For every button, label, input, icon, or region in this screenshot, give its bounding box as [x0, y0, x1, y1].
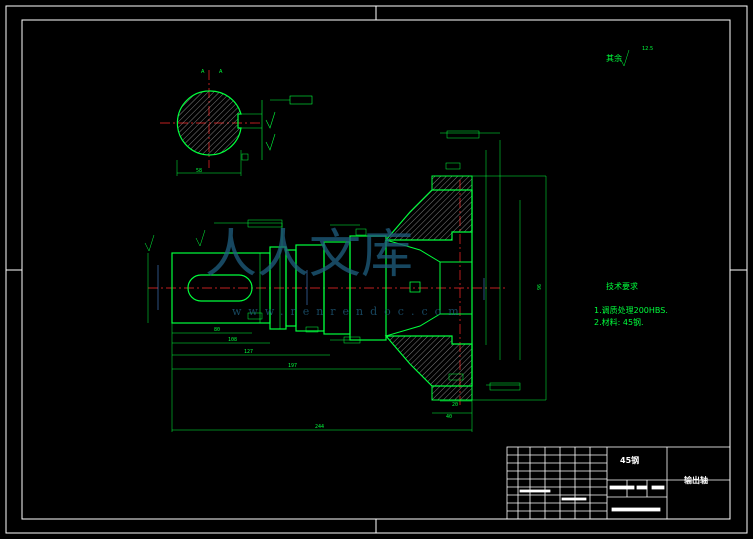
title-block: [506, 446, 731, 520]
roughness-other-label: 其余: [606, 54, 622, 63]
keyway-slot: [187, 274, 253, 302]
dim-58: 58: [196, 168, 202, 174]
title-block-part-name: 输出轴: [684, 476, 708, 485]
tech-req-item-1: 1.调质处理200HBS.: [594, 306, 668, 315]
tolerance-frame: [289, 95, 313, 105]
dim-108: 108: [228, 337, 237, 343]
annotation-frames: [247, 130, 521, 391]
title-block-material: 45钢: [620, 456, 640, 465]
dim-127: 127: [244, 349, 253, 355]
gear-tooth-lower: [431, 385, 473, 401]
gear-upper-section: [384, 189, 473, 241]
dimension-lines: [144, 49, 630, 432]
keyway-mark: [409, 281, 421, 293]
roughness-other-value: 12.5: [642, 46, 654, 52]
dim-20: 20: [452, 402, 458, 408]
tb-filled-cell: [651, 485, 665, 490]
section-a-a: [176, 90, 313, 176]
shaft-profile: [171, 235, 421, 341]
dim-40: 40: [446, 414, 452, 420]
drawing-frame: [5, 5, 748, 534]
dim-80: 80: [214, 327, 220, 333]
section-label-right: A: [219, 69, 223, 75]
dim-244: 244: [315, 424, 324, 430]
blue-dims: [157, 265, 485, 310]
gear-section: [384, 175, 473, 401]
inner-border: [21, 19, 731, 520]
roughness-symbol: [265, 133, 276, 151]
tech-req-heading: 技术要求: [606, 282, 638, 291]
tb-filled-cell: [561, 497, 587, 501]
tb-filled-cell: [636, 485, 648, 490]
tech-req-item-2: 2.材料: 45钢.: [594, 318, 644, 327]
tb-filled-cell: [611, 507, 661, 512]
tb-filled-cell: [519, 489, 551, 493]
roughness-symbol: [265, 111, 276, 129]
section-label-left: A: [201, 69, 205, 75]
dim-96: 96: [537, 284, 543, 290]
gear-tooth-upper: [431, 175, 473, 191]
outer-border: [5, 5, 748, 534]
gear-lower-section: [384, 335, 473, 387]
dim-197: 197: [288, 363, 297, 369]
tb-filled-cell: [609, 485, 635, 490]
